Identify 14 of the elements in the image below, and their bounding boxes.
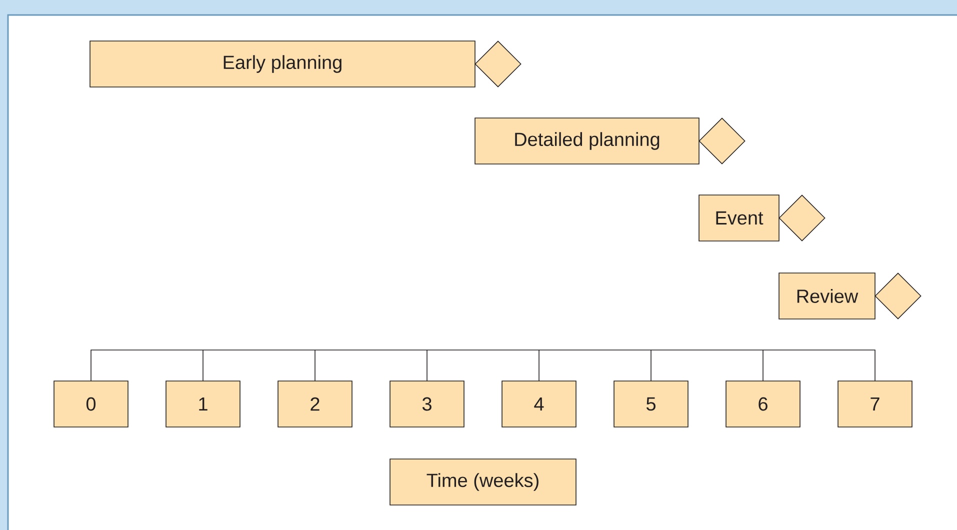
task-bar: Event xyxy=(698,194,780,242)
week-box: 5 xyxy=(614,380,688,428)
week-box: 0 xyxy=(54,380,128,428)
week-box: 4 xyxy=(502,380,576,428)
milestone-diamond xyxy=(874,272,922,320)
axis-label-box: Time (weeks) xyxy=(390,458,576,506)
week-box: 6 xyxy=(726,380,800,428)
week-box: 3 xyxy=(390,380,464,428)
milestone-diamond xyxy=(698,118,746,164)
milestone-diamond xyxy=(778,194,826,242)
milestone-diamond xyxy=(474,40,522,88)
week-box: 1 xyxy=(166,380,240,428)
week-box: 7 xyxy=(838,380,912,428)
week-box: 2 xyxy=(278,380,352,428)
